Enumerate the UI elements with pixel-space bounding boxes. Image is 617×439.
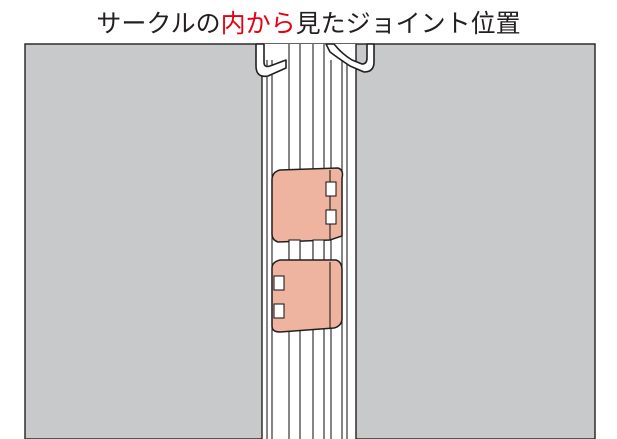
title-text-before: サークルの xyxy=(96,9,221,38)
joint-clip-upper xyxy=(271,167,344,263)
hook-left xyxy=(255,43,287,78)
diagram-title: サークルの内から見たジョイント位置 xyxy=(0,0,617,44)
top-hooks xyxy=(255,43,375,78)
hook-right xyxy=(325,43,375,73)
title-text-highlight: 内から xyxy=(220,9,296,38)
joint-clip-lower xyxy=(271,259,343,333)
title-text-after: 見たジョイント位置 xyxy=(295,9,521,38)
